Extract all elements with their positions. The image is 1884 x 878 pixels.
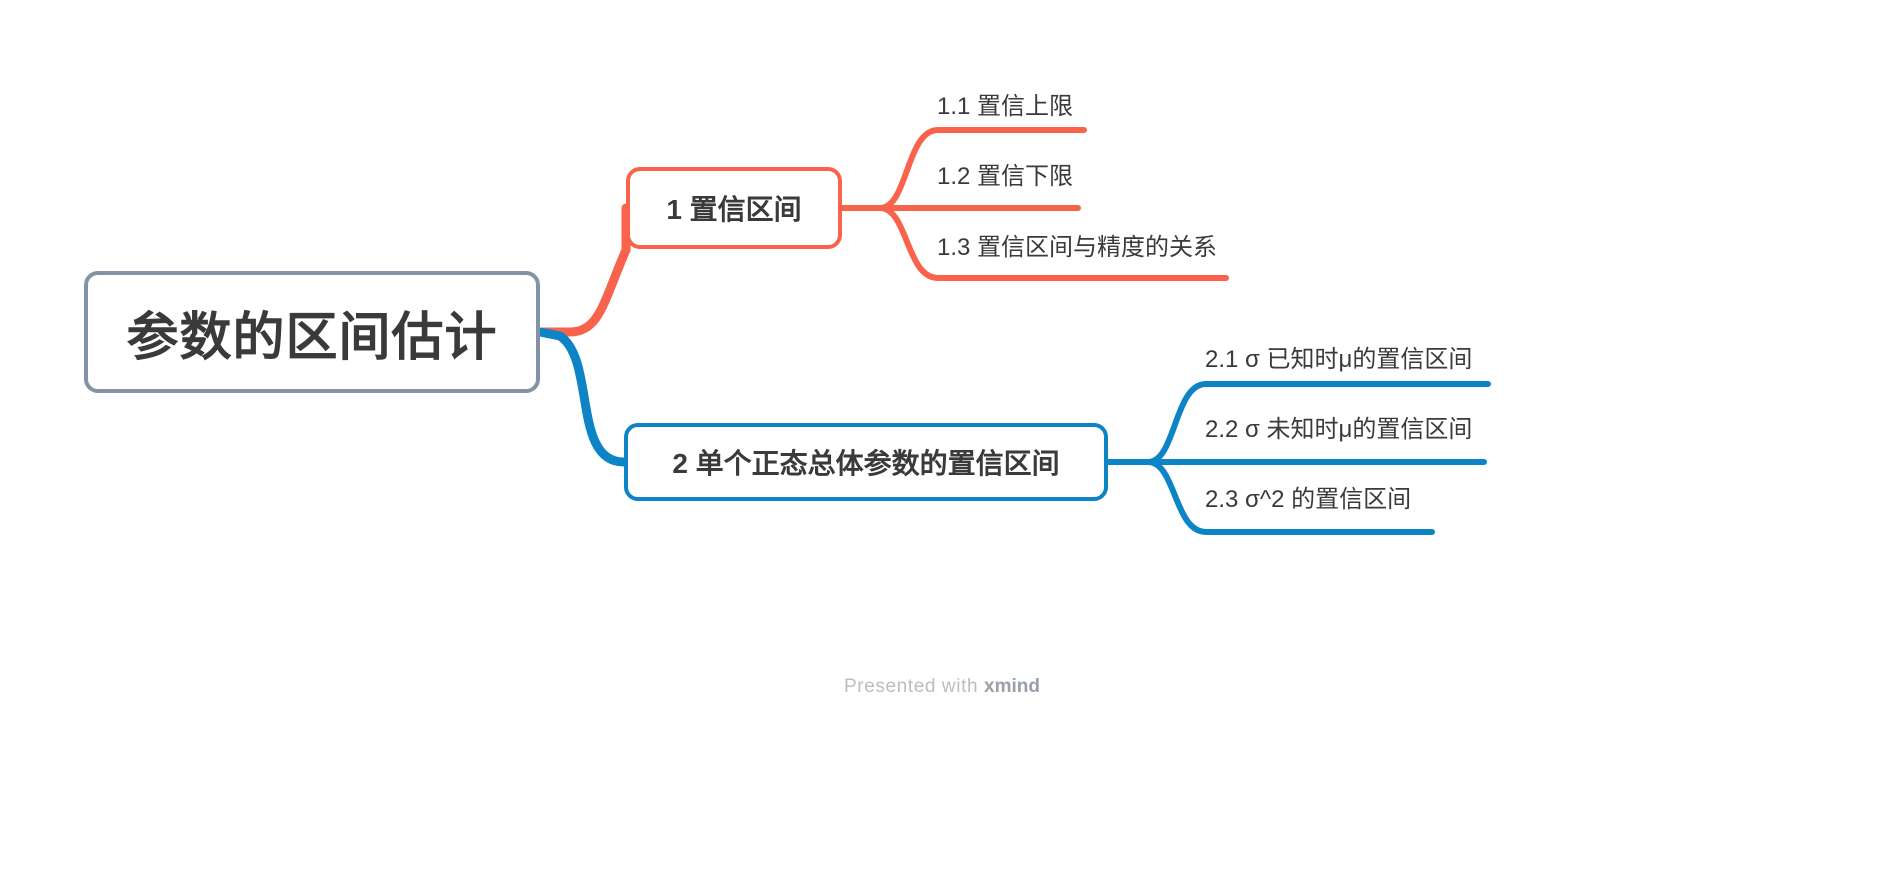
branch-node-1[interactable]: 1 置信区间 <box>626 167 842 249</box>
footer-watermark: Presented with xmind <box>0 676 1884 698</box>
branch-node-2-label: 2 单个正态总体参数的置信区间 <box>672 448 1060 479</box>
leaf-node-2-1[interactable]: 2.1 σ 已知时μ的置信区间 <box>1205 346 1473 373</box>
leaf-node-1-1[interactable]: 1.1 置信上限 <box>937 93 1074 120</box>
branch-node-1-label: 1 置信区间 <box>666 194 802 225</box>
leaf-node-2-2[interactable]: 2.2 σ 未知时μ的置信区间 <box>1205 416 1473 443</box>
xmind-brand-label: xmind <box>984 676 1040 697</box>
connector-root-to-branch1 <box>535 203 631 337</box>
leaf-node-1-3[interactable]: 1.3 置信区间与精度的关系 <box>937 234 1218 261</box>
branch-node-2[interactable]: 2 单个正态总体参数的置信区间 <box>624 423 1108 501</box>
connector-root-to-branch2 <box>535 327 629 467</box>
root-node-label: 参数的区间估计 <box>126 308 498 367</box>
leaf-node-1-2[interactable]: 1.2 置信下限 <box>937 163 1074 190</box>
footer-prefix-text: Presented with <box>844 676 979 697</box>
root-node[interactable]: 参数的区间估计 <box>84 271 540 393</box>
leaf-node-2-3[interactable]: 2.3 σ^2 的置信区间 <box>1205 486 1412 513</box>
